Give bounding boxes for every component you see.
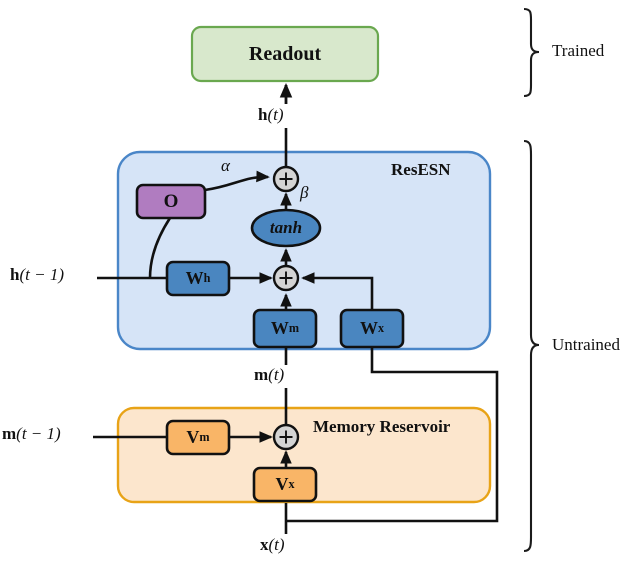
trained-brace-label: Trained [552, 41, 605, 60]
beta-symbol: β [300, 183, 309, 202]
wire-wx-to-state-adder [301, 272, 374, 310]
wire-o-gate-to-top-adder [204, 170, 270, 192]
resesn-title: ResESN [391, 160, 451, 179]
wire-ht1-to-o-gate [148, 217, 172, 279]
top-adder-node[interactable] [272, 165, 300, 193]
memory-adder-node[interactable] [272, 423, 300, 451]
signal-ht-minus-1-label: h(t − 1) [10, 265, 64, 284]
signal-mt-label: m(t) [254, 365, 285, 384]
untrained-brace-label: Untrained [552, 335, 620, 354]
weight-wm-block[interactable] [252, 308, 318, 349]
signal-ht-label: h(t) [258, 105, 284, 124]
wire-xt-branch-to-wx [286, 347, 499, 523]
signal-mt-minus-1-label: m(t − 1) [2, 424, 61, 443]
untrained-brace [523, 139, 540, 553]
trained-brace [523, 7, 540, 98]
state-adder-node[interactable] [272, 264, 300, 292]
weight-vm-block[interactable] [165, 419, 231, 456]
resesn-container [116, 150, 492, 351]
weight-wh-block[interactable] [165, 260, 231, 297]
weight-vx-block[interactable] [252, 466, 318, 503]
tanh-block[interactable] [250, 208, 322, 248]
memory-reservoir-title: Memory Reservoir [313, 417, 451, 436]
readout-block[interactable] [190, 25, 380, 83]
alpha-symbol: α [221, 156, 230, 175]
o-gate-block[interactable] [135, 183, 207, 220]
weight-wx-block[interactable] [339, 308, 405, 349]
signal-xt-label: x(t) [260, 535, 285, 554]
